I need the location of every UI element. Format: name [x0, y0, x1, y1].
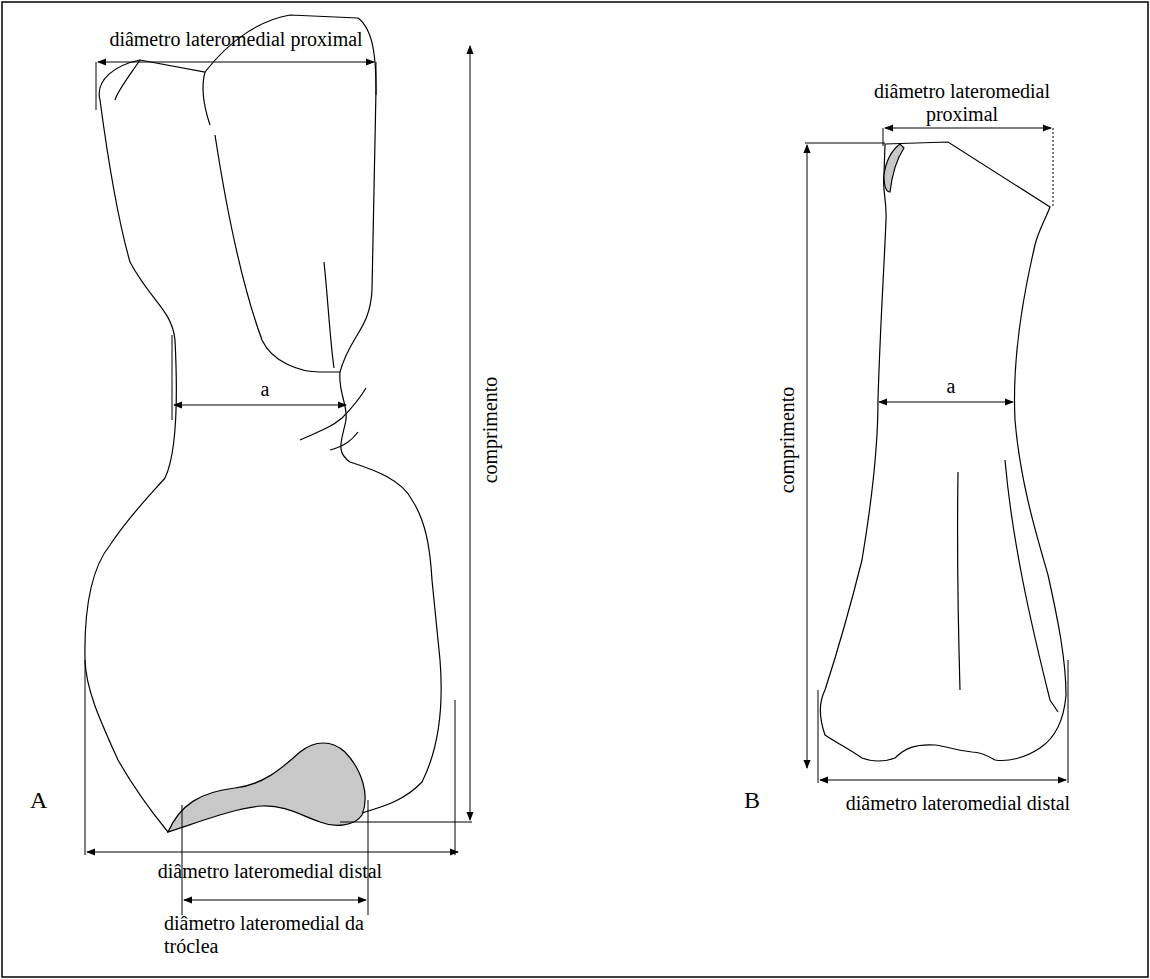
bone-b	[820, 142, 1066, 761]
dimension-label: a	[247, 378, 283, 401]
bone-a	[85, 15, 441, 832]
dimension-label: diâmetro lateromedial da tróclea	[164, 912, 379, 958]
dimension-label: diâmetro lateromedial distal	[788, 792, 1128, 815]
figure-letter: A	[30, 786, 47, 814]
figure-letter: B	[744, 786, 760, 814]
dimension-label: comprimento	[776, 384, 799, 497]
dimension-label: diâmetro lateromedial distal	[100, 860, 440, 883]
dimension-label: diâmetro lateromedial proximal	[857, 80, 1067, 126]
dimension-lines-b	[805, 128, 1068, 783]
dimension-label: diâmetro lateromedial proximal	[86, 28, 386, 51]
dimension-label: comprimento	[479, 374, 502, 487]
dimension-label: a	[933, 375, 969, 398]
dimension-lines-a	[85, 46, 472, 915]
